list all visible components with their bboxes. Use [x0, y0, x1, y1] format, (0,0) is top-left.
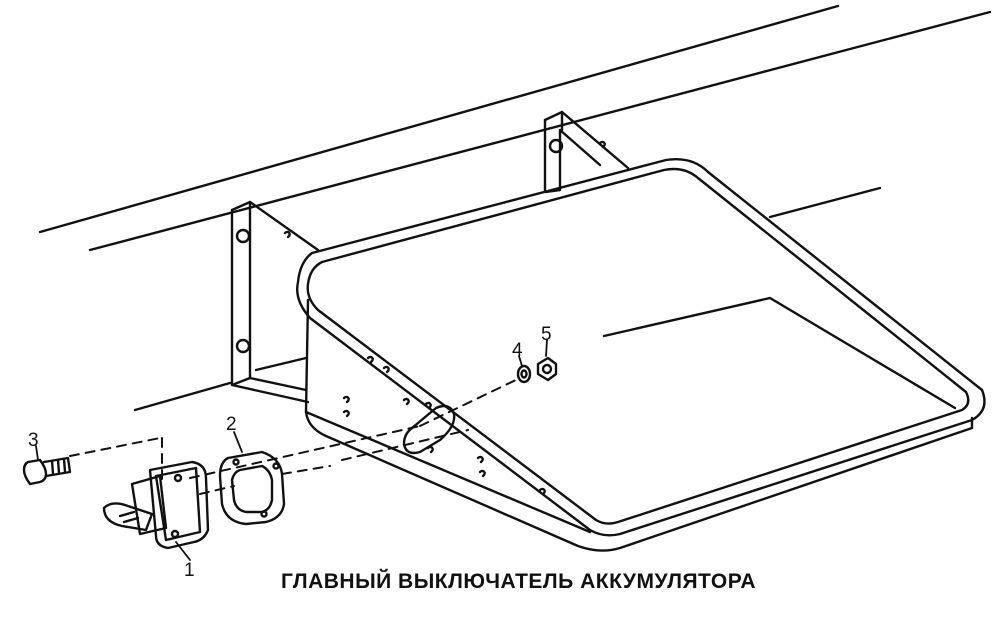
diagram-caption: ГЛАВНЫЙ ВЫКЛЮЧАТЕЛЬ АККУМУЛЯТОРА	[280, 570, 757, 593]
switch-gasket	[218, 450, 286, 526]
frame-rail	[38, 4, 992, 412]
mounting-bolt	[22, 456, 72, 486]
mounting-bracket-rear	[543, 110, 630, 194]
callout-label-4: 4	[512, 340, 523, 361]
battery-main-switch	[102, 460, 210, 550]
callout-leaders	[35, 339, 548, 561]
battery-tray	[296, 158, 986, 552]
washer	[516, 364, 532, 384]
nut	[536, 356, 558, 382]
callout-label-3: 3	[28, 430, 39, 451]
callout-label-2: 2	[226, 414, 237, 435]
mounting-bracket-front	[230, 200, 320, 404]
callout-label-1: 1	[184, 560, 195, 581]
callout-label-5: 5	[541, 324, 552, 345]
assembly-guide-lines	[69, 377, 521, 495]
callout-labels: 1 2 3 4 5	[28, 324, 552, 581]
